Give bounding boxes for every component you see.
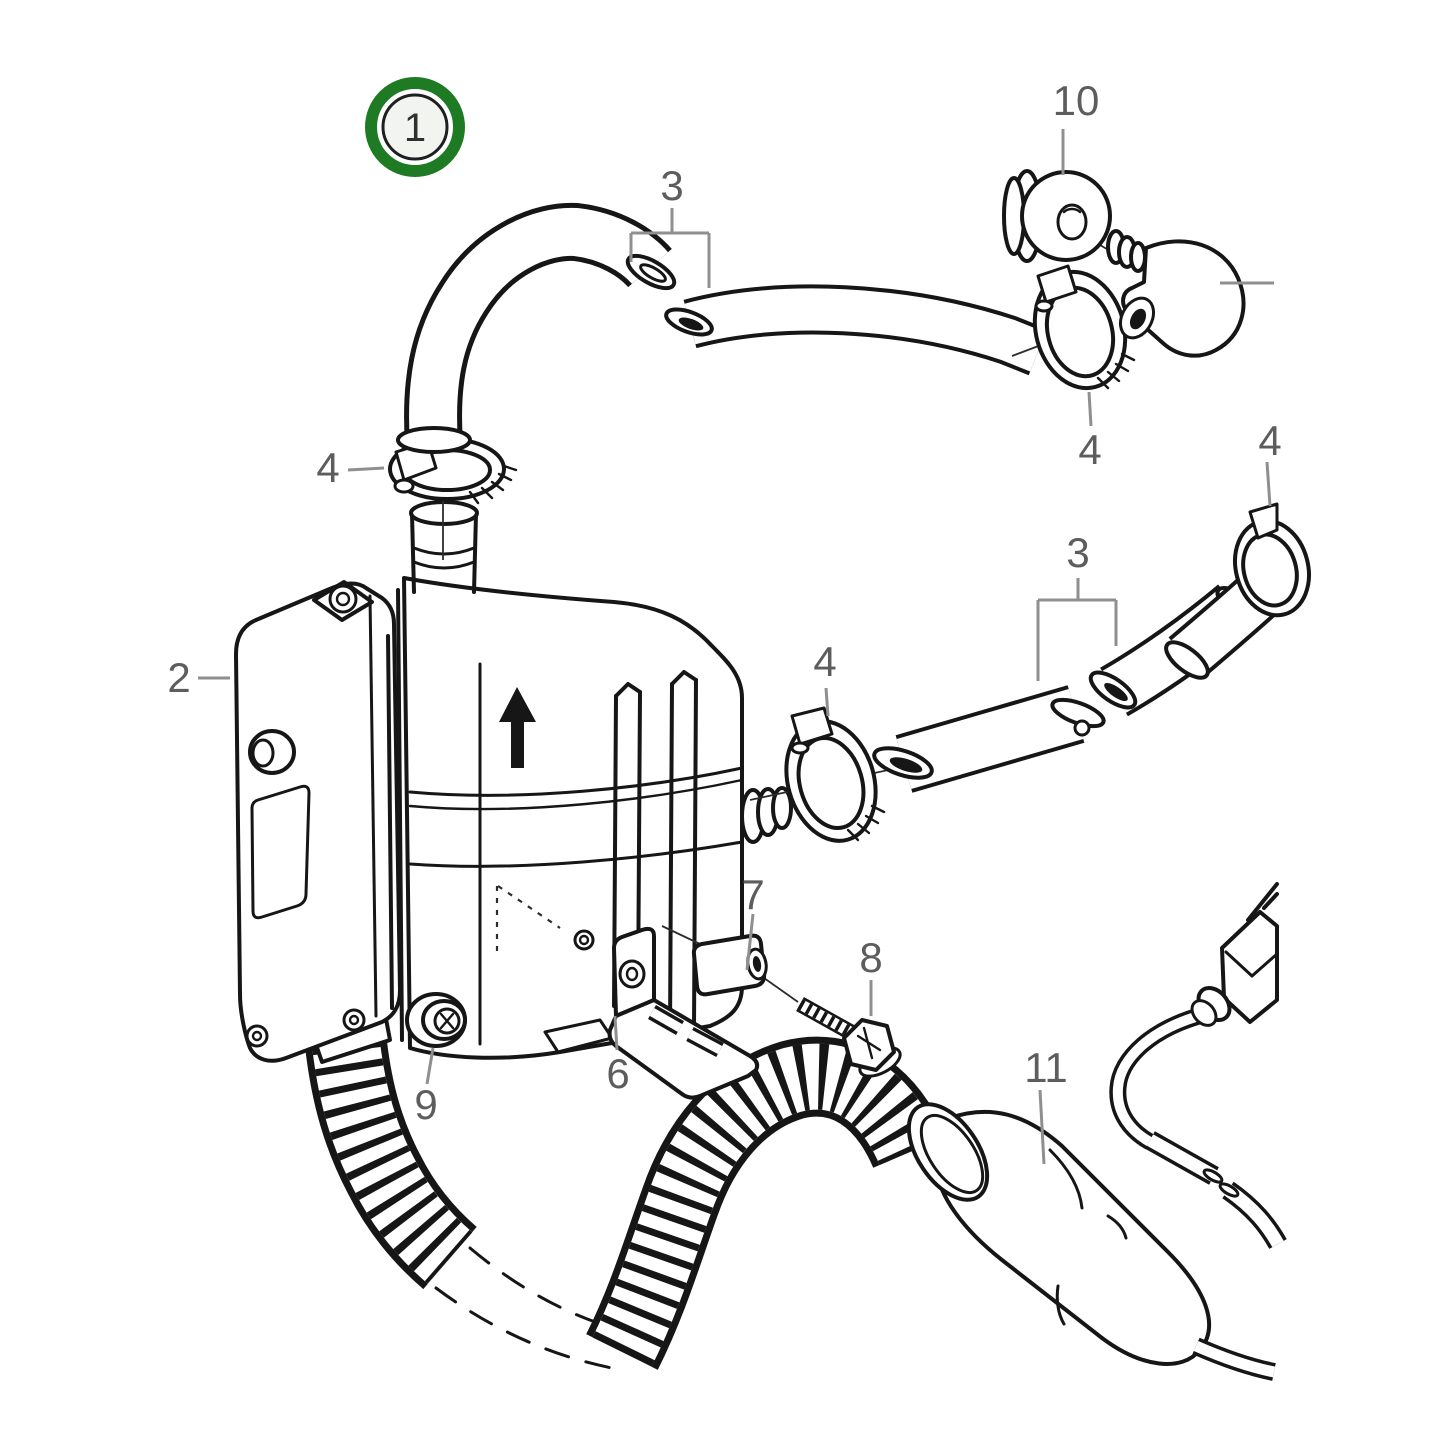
callout-7: 7 xyxy=(741,871,764,918)
leader-bracket-3b xyxy=(1036,578,1118,681)
grommet xyxy=(1002,169,1112,263)
outlet-barb xyxy=(740,786,793,844)
conduit-arch xyxy=(586,1036,947,1370)
flange-bolt xyxy=(796,997,902,1078)
leader-bracket-3a xyxy=(629,208,711,288)
conduit-hidden-dashes xyxy=(434,1246,622,1370)
hose-clamp-right-edge xyxy=(1233,502,1311,618)
leader-4a xyxy=(347,466,385,472)
hose-clamp-mid xyxy=(784,706,886,843)
assembly-axis-line xyxy=(661,925,799,1003)
leader-lines xyxy=(198,129,1274,1165)
cover-label-plate xyxy=(250,784,311,920)
up-arrow-icon xyxy=(499,687,536,768)
callout-10: 10 xyxy=(1053,77,1100,124)
callout-8: 8 xyxy=(859,934,882,981)
mounting-nut xyxy=(405,992,467,1048)
plug-cord xyxy=(1192,1337,1276,1381)
cable-segment xyxy=(1145,1131,1287,1249)
leader-4b xyxy=(1087,391,1093,427)
barb-fitting xyxy=(1106,229,1147,273)
leader-9 xyxy=(425,1047,435,1085)
leader-7 xyxy=(745,913,755,971)
callout-11: 11 xyxy=(1024,1044,1068,1091)
spacer-sleeve xyxy=(691,933,768,997)
callout-3b: 3 xyxy=(1066,529,1089,576)
leader-4d xyxy=(1265,461,1272,507)
coolant-hose-mid xyxy=(872,685,1106,793)
badge-number: 1 xyxy=(404,106,426,150)
hose-clamp-top-left xyxy=(388,437,518,505)
connector-block xyxy=(1190,882,1279,1027)
leader-4c xyxy=(824,687,830,717)
leader-6 xyxy=(613,1015,619,1051)
hose-clamp-top-right xyxy=(1032,264,1136,391)
callout-9: 9 xyxy=(414,1081,437,1128)
power-plug xyxy=(906,1102,1212,1366)
callout-4a: 4 xyxy=(316,444,339,491)
heater-cover xyxy=(234,580,402,1064)
callout-4d: 4 xyxy=(1258,417,1281,464)
inlet-neck xyxy=(409,500,479,594)
callout-2: 2 xyxy=(167,654,190,701)
coolant-hose-upper xyxy=(664,284,1048,376)
badge-inner-circle xyxy=(381,93,449,161)
conduit-left xyxy=(305,1038,478,1290)
callout-6: 6 xyxy=(606,1050,629,1097)
cable xyxy=(1109,1005,1209,1150)
elbow-fitting xyxy=(1118,239,1246,358)
highlight-badge-1: 1 xyxy=(365,77,465,177)
callout-4b: 4 xyxy=(1078,426,1101,473)
mounting-bracket xyxy=(607,926,760,1100)
callout-4c: 4 xyxy=(813,638,836,685)
leader-11 xyxy=(1038,1089,1046,1165)
heater-body xyxy=(386,500,793,1060)
coolant-hose-elbow xyxy=(396,202,677,454)
callout-labels: 2 3 3 4 4 4 4 6 7 8 9 10 11 xyxy=(167,77,1281,1128)
callout-3a: 3 xyxy=(660,162,683,209)
